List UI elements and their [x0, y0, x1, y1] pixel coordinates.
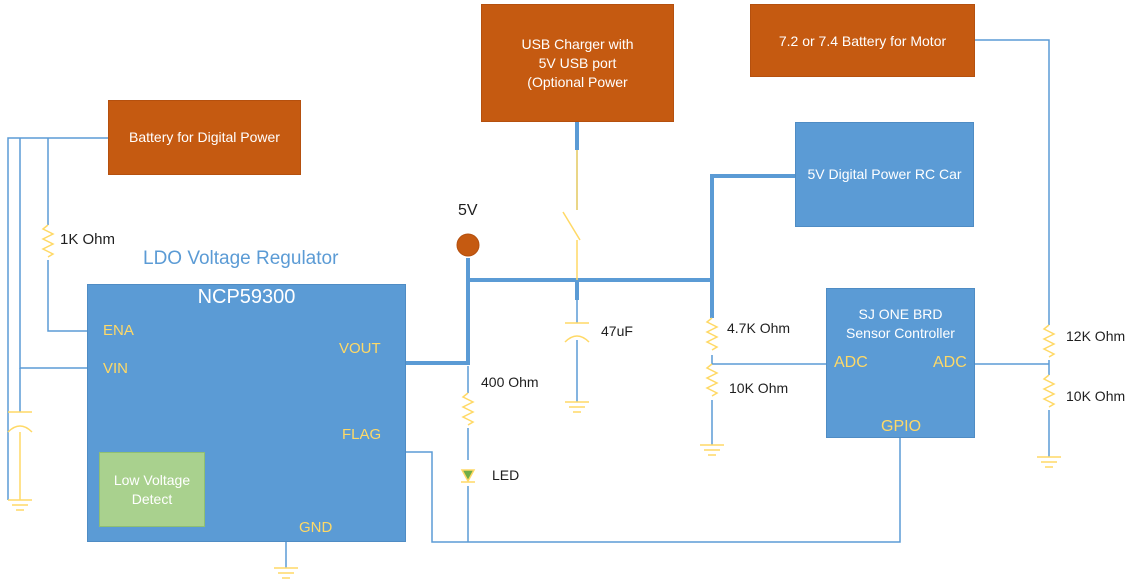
label-led: LED: [492, 467, 520, 483]
label-47uf: 47uF: [601, 323, 633, 339]
pin-ena: ENA: [103, 322, 134, 339]
pin-adc-left: ADC: [834, 354, 868, 371]
usb-charger-line-1: USB Charger with: [521, 35, 634, 52]
node-5v-label: 5V: [458, 202, 478, 219]
cap-left-plate-bottom: [7, 425, 33, 433]
label-4-7k-ohm: 4.7K Ohm: [727, 320, 791, 336]
digital-power-label: 5V Digital Power RC Car: [807, 166, 962, 182]
regulator-part-number: NCP59300: [197, 286, 296, 308]
low-voltage-detect-block: Low Voltage Detect: [99, 452, 205, 527]
wire-to-vin: [19, 138, 88, 369]
digital-battery-block: Battery for Digital Power: [108, 100, 301, 175]
usb-charger-line-3: (Optional Power: [527, 73, 628, 90]
sensor-controller-block: SJ ONE BRD Sensor Controller: [826, 288, 975, 438]
pin-gnd: GND: [299, 519, 333, 536]
lvd-line-1: Low Voltage: [113, 471, 191, 488]
regulator-caption: LDO Voltage Regulator: [143, 248, 339, 269]
pin-vin: VIN: [103, 360, 129, 377]
lvd-line-2: Detect: [131, 490, 173, 507]
pin-gpio: GPIO: [881, 418, 922, 435]
pin-flag: FLAG: [342, 426, 382, 443]
bus-5v: [405, 174, 797, 365]
node-5v-dot: [456, 233, 480, 257]
resistor-400: [461, 392, 475, 426]
resistor-4-7k: [705, 317, 719, 351]
wire-battery-to-left-rail: [7, 137, 108, 500]
label-12k-ohm: 12K Ohm: [1066, 328, 1126, 344]
ground-divider: [700, 444, 724, 456]
sensor-controller-line-1: SJ ONE BRD: [858, 306, 943, 322]
resistor-1k: [41, 224, 55, 258]
label-1k-ohm: 1K Ohm: [60, 231, 116, 248]
wire-1k-to-ena: [47, 260, 88, 332]
wire-gpio-flag: [405, 438, 901, 543]
motor-battery-block: 7.2 or 7.4 Battery for Motor: [750, 4, 975, 77]
digital-power-block: 5V Digital Power RC Car: [795, 122, 974, 227]
usb-charger-block: USB Charger with 5V USB port (Optional P…: [481, 4, 674, 122]
led-triangle: [460, 469, 476, 483]
ground-motor-divider: [1037, 456, 1061, 468]
cap-47uf-plate-bottom: [564, 335, 590, 343]
label-10k-ohm-a: 10K Ohm: [729, 380, 789, 396]
motor-battery-label: 7.2 or 7.4 Battery for Motor: [778, 33, 947, 49]
ground-left: [8, 499, 32, 511]
switch-blade: [562, 211, 581, 241]
label-400-ohm: 400 Ohm: [481, 374, 539, 390]
label-10k-ohm-b: 10K Ohm: [1066, 388, 1126, 404]
ground-cap: [565, 401, 589, 413]
pin-adc-right: ADC: [933, 354, 967, 371]
digital-battery-label: Battery for Digital Power: [129, 129, 280, 145]
wire-motor-battery: [975, 39, 1050, 325]
resistor-10k-a: [705, 363, 719, 397]
resistor-10k-b: [1042, 374, 1056, 408]
usb-charger-line-2: 5V USB port: [538, 54, 617, 71]
sensor-controller-line-2: Sensor Controller: [846, 325, 955, 341]
resistor-12k: [1042, 324, 1056, 358]
pin-vout: VOUT: [339, 340, 381, 357]
ground-transistor: [274, 567, 298, 579]
